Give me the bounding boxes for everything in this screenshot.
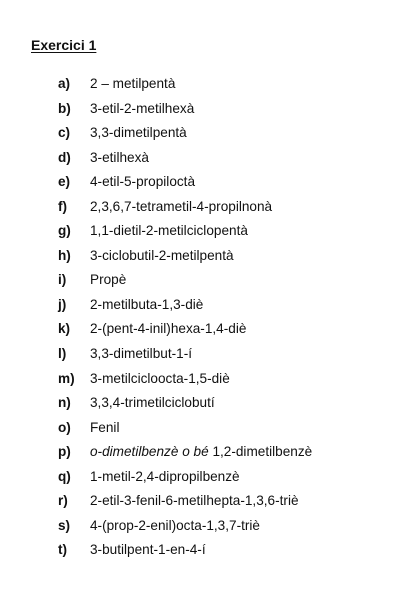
list-item-m: m) 3-metilcicloocta-1,5-diè xyxy=(58,367,312,392)
item-letter: h) xyxy=(58,247,71,263)
item-letter: k) xyxy=(58,321,71,337)
item-letter: j) xyxy=(58,296,67,312)
list-item-j: j) 2-metilbuta-1,3-diè xyxy=(58,293,312,318)
list-item-h: h) 3-ciclobutil-2-metilpentà xyxy=(58,244,312,269)
item-letter: q) xyxy=(58,468,71,484)
item-text: 1,1-dietil-2-metilciclopentà xyxy=(90,223,248,239)
item-letter: d) xyxy=(58,149,71,165)
item-letter: g) xyxy=(58,223,71,239)
list-item-a: a) 2 – metilpentà xyxy=(58,72,312,97)
item-text: 4-(prop-2-enil)octa-1,3,7-triè xyxy=(90,517,260,533)
list-item-q: q) 1-metil-2,4-dipropilbenzè xyxy=(58,465,312,490)
list-item-b: b) 3-etil-2-metilhexà xyxy=(58,97,312,122)
item-text: 2-metilbuta-1,3-diè xyxy=(90,296,204,312)
item-text: o-dimetilbenzè o bé 1,2-dimetilbenzè xyxy=(90,440,312,465)
item-text: 4-etil-5-propiloctà xyxy=(90,174,196,190)
item-text: 3,3-dimetilbut-1-í xyxy=(90,346,192,362)
item-text: 2-(pent-4-inil)hexa-1,4-diè xyxy=(90,321,247,337)
list-item-e: e) 4-etil-5-propiloctà xyxy=(58,170,312,195)
item-text: 3,3,4-trimetilciclobutí xyxy=(90,395,215,411)
item-letter: s) xyxy=(58,517,71,533)
list-item-d: d) 3-etilhexà xyxy=(58,146,312,171)
item-letter: e) xyxy=(58,174,71,190)
item-text: 3-ciclobutil-2-metilpentà xyxy=(90,247,234,263)
list-item-p: p) o-dimetilbenzè o bé 1,2-dimetilbenzè xyxy=(58,440,312,465)
item-text: Fenil xyxy=(90,419,120,435)
item-text-alt: 1,2-dimetilbenzè xyxy=(212,444,313,460)
item-text: 2-etil-3-fenil-6-metilhepta-1,3,6-triè xyxy=(90,493,299,509)
item-text: 1-metil-2,4-dipropilbenzè xyxy=(90,468,240,484)
list-item-l: l) 3,3-dimetilbut-1-í xyxy=(58,342,312,367)
item-letter: p) xyxy=(58,444,71,460)
list-item-n: n) 3,3,4-trimetilciclobutí xyxy=(58,391,312,416)
item-letter: r) xyxy=(58,493,68,509)
item-letter: a) xyxy=(58,76,71,91)
list-item-f: f) 2,3,6,7-tetrametil-4-propilnonà xyxy=(58,195,312,220)
item-text: 2,3,6,7-tetrametil-4-propilnonà xyxy=(90,198,273,214)
item-text: 3,3-dimetilpentà xyxy=(90,125,187,141)
item-letter: b) xyxy=(58,100,71,116)
item-letter: m) xyxy=(58,370,75,386)
list-item-s: s) 4-(prop-2-enil)octa-1,3,7-triè xyxy=(58,514,312,539)
list-item-t: t) 3-butilpent-1-en-4-í xyxy=(58,538,312,563)
exercise-list: a) 2 – metilpentà b) 3-etil-2-metilhexà … xyxy=(58,72,312,563)
item-letter: c) xyxy=(58,125,71,141)
list-item-c: c) 3,3-dimetilpentà xyxy=(58,121,312,146)
item-text: 3-etil-2-metilhexà xyxy=(90,100,195,116)
list-item-o: o) Fenil xyxy=(58,416,312,441)
item-letter: n) xyxy=(58,395,71,411)
list-item-r: r) 2-etil-3-fenil-6-metilhepta-1,3,6-tri… xyxy=(58,489,312,514)
list-item-g: g) 1,1-dietil-2-metilciclopentà xyxy=(58,219,312,244)
item-letter: f) xyxy=(58,198,68,214)
item-text: 3-metilcicloocta-1,5-diè xyxy=(90,370,230,386)
list-item-i: i) Propè xyxy=(58,268,312,293)
item-text: 3-etilhexà xyxy=(90,149,149,165)
exercise-title: Exercici 1 xyxy=(31,37,97,53)
item-letter: i) xyxy=(58,272,67,288)
item-text: 2 – metilpentà xyxy=(90,76,176,91)
item-text-italic: o-dimetilbenzè xyxy=(90,444,179,460)
item-text-connector: o bé xyxy=(182,444,209,460)
item-letter: t) xyxy=(58,542,68,558)
item-text: Propè xyxy=(90,272,127,288)
item-letter: o) xyxy=(58,419,71,435)
list-item-k: k) 2-(pent-4-inil)hexa-1,4-diè xyxy=(58,317,312,342)
item-text: 3-butilpent-1-en-4-í xyxy=(90,542,206,558)
item-letter: l) xyxy=(58,346,67,362)
